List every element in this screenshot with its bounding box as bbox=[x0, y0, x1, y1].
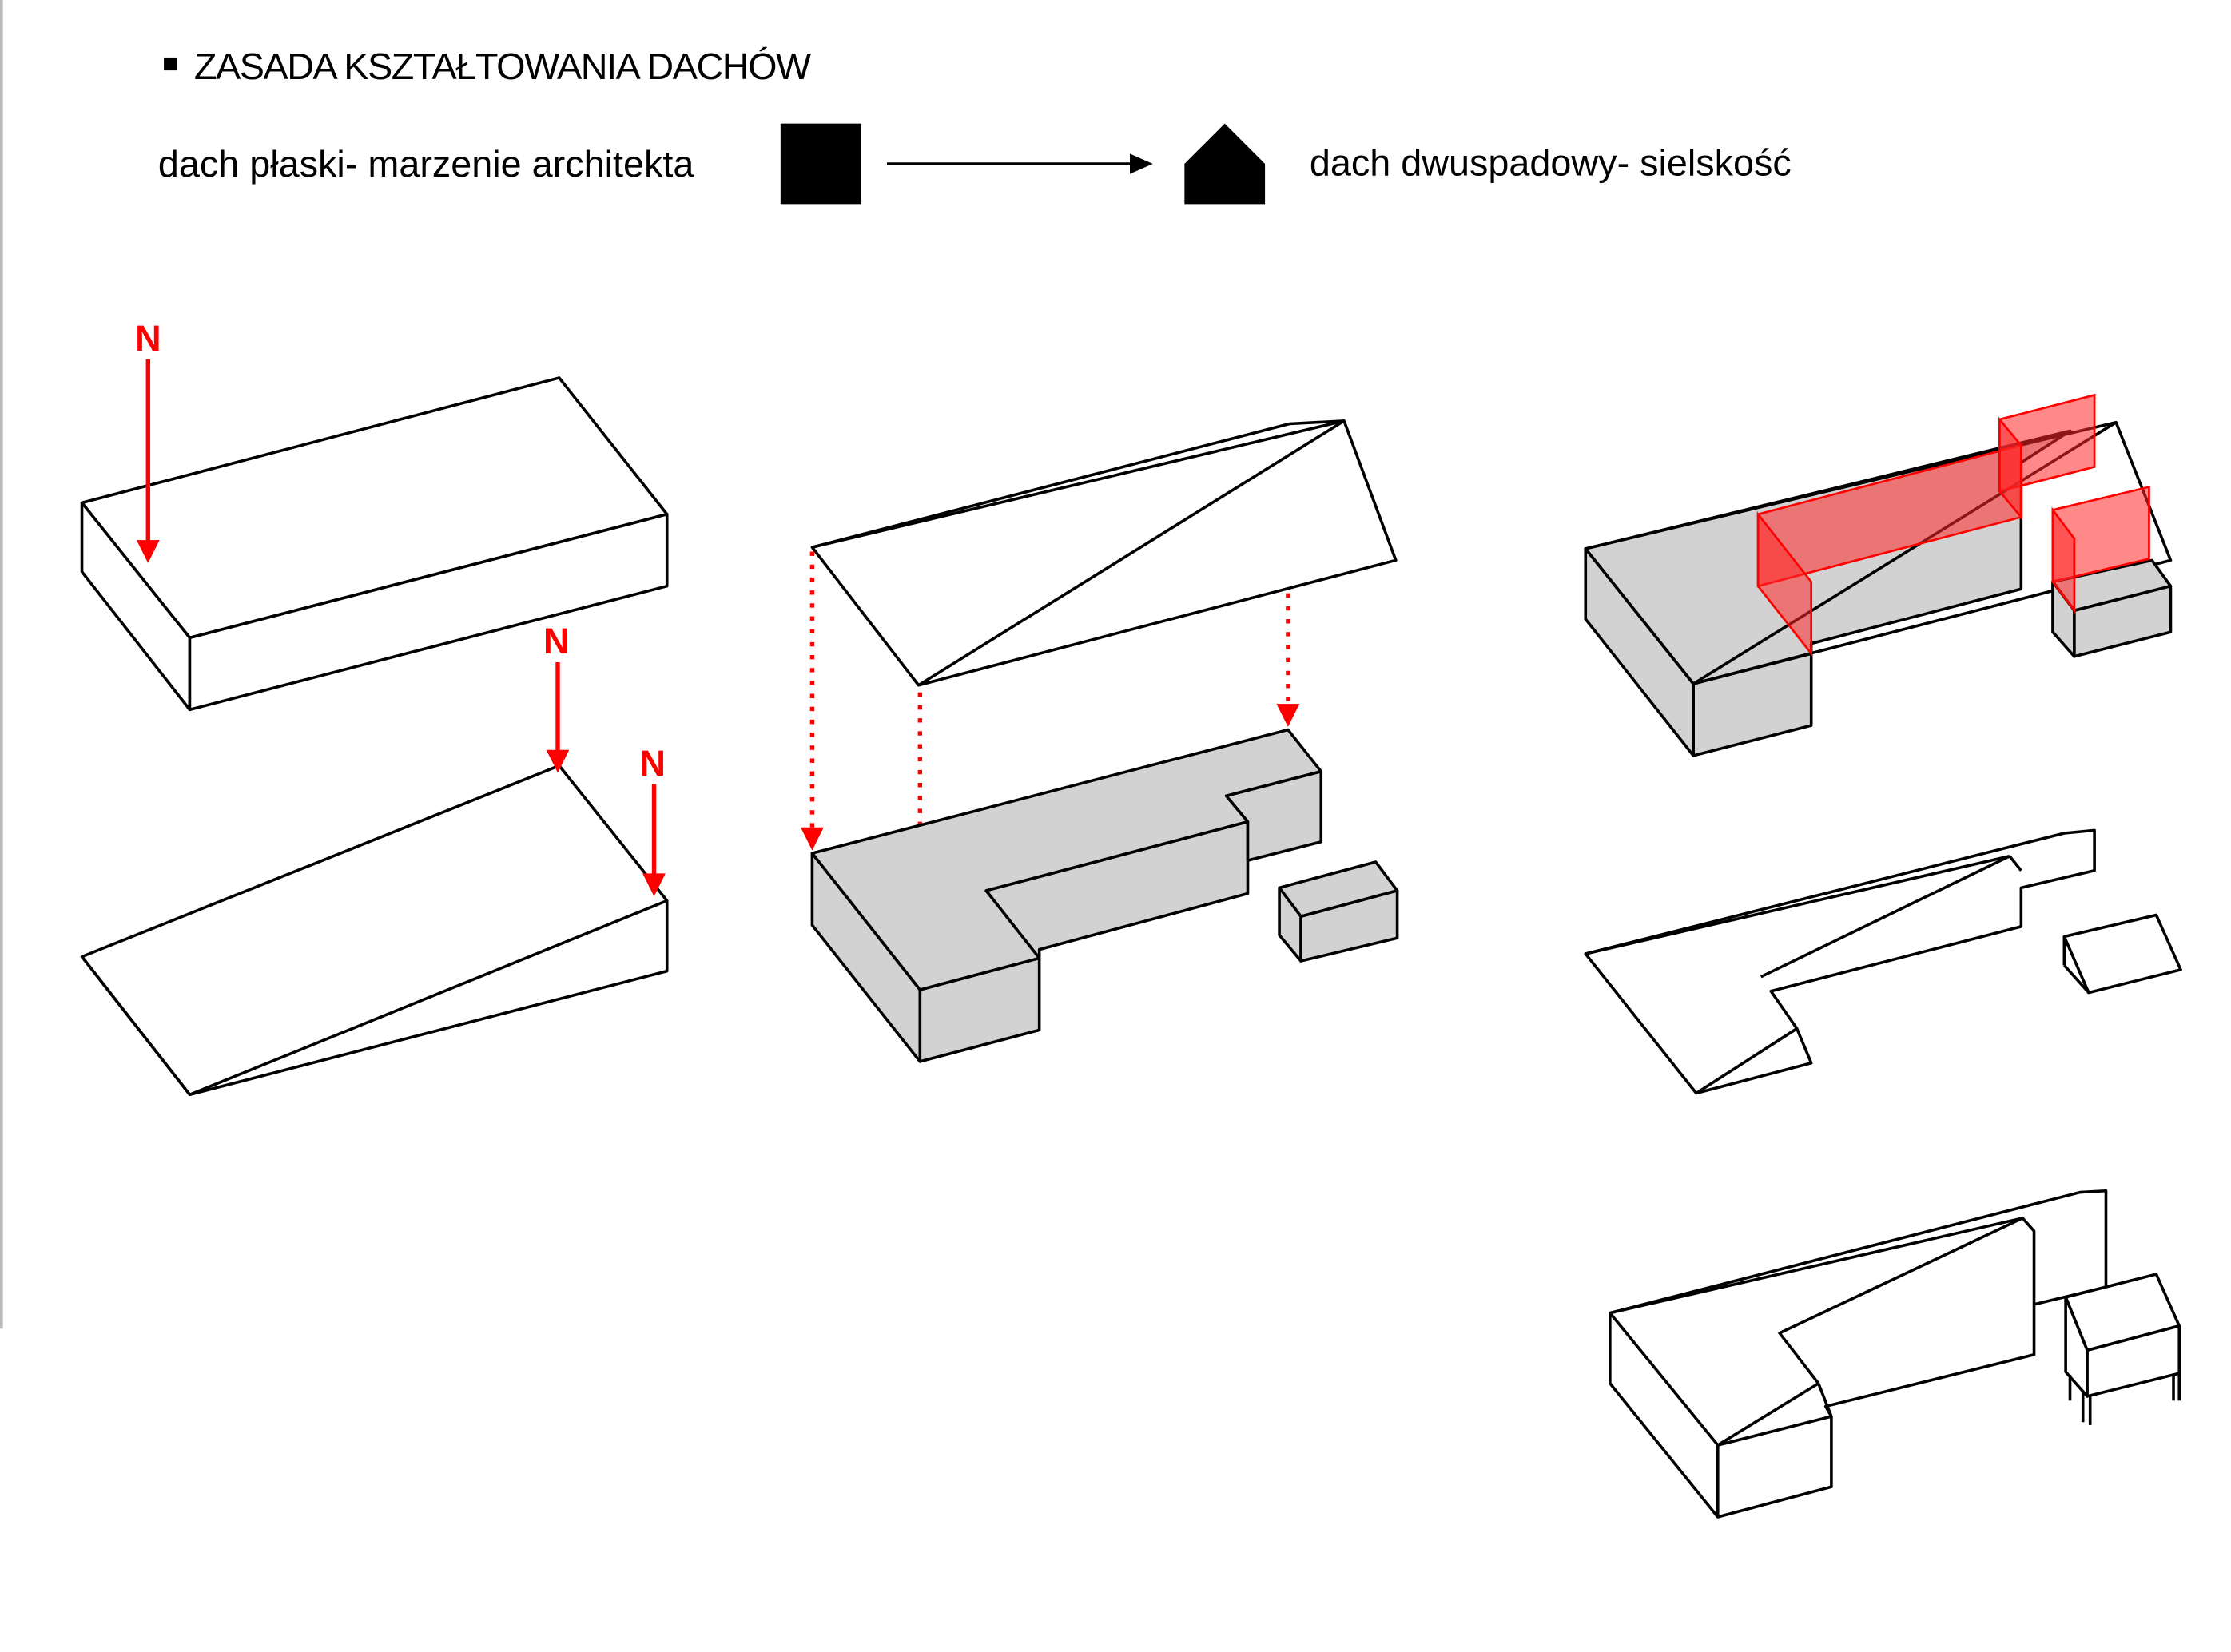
flat-roof-square-icon bbox=[780, 123, 861, 205]
l-shaped-building-mass bbox=[810, 728, 1323, 1063]
red-plane bbox=[1998, 416, 2022, 521]
bullet-icon bbox=[164, 57, 177, 71]
gable-roof-outline-diagram bbox=[1584, 828, 2182, 1095]
red-plane bbox=[2051, 506, 2076, 614]
north-label: N bbox=[135, 318, 161, 359]
combined-mass-with-roof-diagram bbox=[1584, 393, 2173, 757]
gable-roof-house-icon bbox=[1184, 123, 1266, 205]
flat-block-diagram bbox=[80, 376, 669, 712]
north-arrow-icon: N bbox=[543, 621, 569, 773]
north-label: N bbox=[543, 621, 569, 661]
red-plane bbox=[1756, 510, 1813, 657]
flat-roof-label: dach płaski- marzenie architekta bbox=[158, 143, 694, 185]
gable-roof-label: dach dwuspadowy- sielskość bbox=[1310, 141, 1792, 183]
sloped-roof-wedge-diagram bbox=[80, 764, 669, 1097]
north-label: N bbox=[640, 743, 666, 784]
north-arrow-icon: N bbox=[640, 743, 666, 897]
north-arrow-icon: N bbox=[135, 318, 161, 563]
final-building-diagram bbox=[1609, 1189, 2181, 1519]
building-stilts bbox=[2068, 1373, 2181, 1425]
small-outbuilding-mass bbox=[1278, 860, 1399, 963]
roof-plane-diagram bbox=[810, 419, 1398, 687]
transition-arrow-icon bbox=[886, 153, 1153, 174]
title: ZASADA KSZTAŁTOWANIA DACHÓW bbox=[194, 46, 811, 87]
